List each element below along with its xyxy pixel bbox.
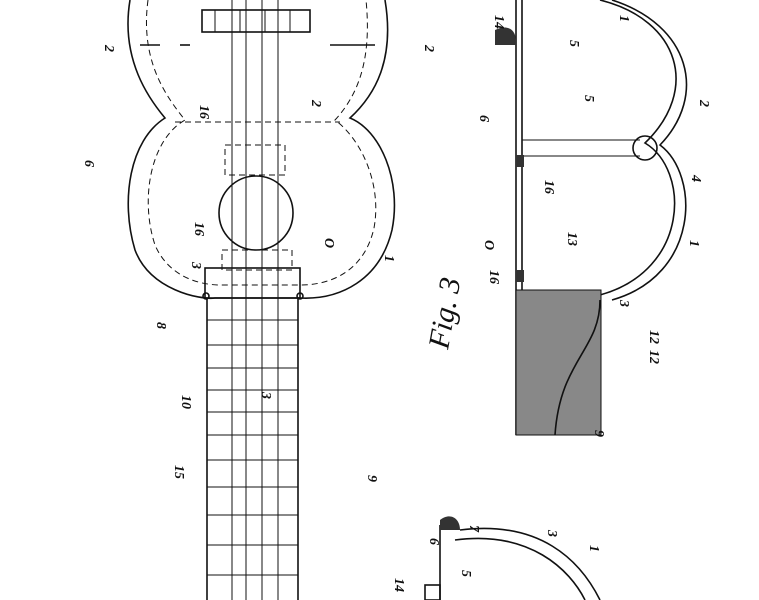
reference-label: 13 <box>564 232 579 246</box>
reference-label: 8 <box>153 322 168 329</box>
reference-label: 1 <box>586 545 601 552</box>
reference-label: 9 <box>364 475 379 482</box>
reference-label: 2 <box>101 44 116 52</box>
reference-label: 2 <box>308 99 323 107</box>
reference-label: O <box>321 238 336 248</box>
reference-label: 9 <box>591 430 606 437</box>
reference-label: 16 <box>196 105 211 119</box>
fig3-section-view <box>495 0 688 436</box>
reference-label: 2 <box>696 99 711 107</box>
reference-label: 16 <box>486 270 501 284</box>
reference-label: 7 <box>466 525 481 533</box>
reference-label: 2 <box>421 44 436 52</box>
sound-hole <box>218 175 294 251</box>
reference-label: 5 <box>566 40 581 47</box>
bottom-section-view <box>424 516 601 600</box>
reference-label: 16 <box>541 180 556 194</box>
bridge <box>201 9 311 33</box>
reference-label: 3 <box>544 529 559 537</box>
reference-label: 4 <box>688 174 703 182</box>
reference-label: 12 <box>646 330 661 344</box>
reference-label: 1 <box>616 15 631 22</box>
reference-label: 3 <box>188 261 203 269</box>
frets <box>207 319 298 576</box>
block-14 <box>495 27 516 45</box>
reference-label: 5 <box>458 570 473 577</box>
guitar-top-view <box>127 0 396 600</box>
joint-4 <box>632 135 658 161</box>
reference-label: 5 <box>581 95 596 102</box>
bowl-back <box>599 0 677 296</box>
reference-label: 15 <box>171 465 186 479</box>
reference-label: 14 <box>391 578 406 592</box>
figure-title: Fig. 3 <box>422 275 467 352</box>
reference-label: 16 <box>191 222 206 236</box>
reference-label: 6 <box>426 538 441 545</box>
reference-label: 6 <box>81 160 96 167</box>
reference-label: O <box>481 240 496 250</box>
reference-label: 10 <box>178 395 193 409</box>
inner-lining <box>146 0 377 286</box>
reference-label: 6 <box>476 115 491 122</box>
reference-label: 1 <box>381 255 396 262</box>
reference-label: 1 <box>686 240 701 247</box>
reference-label: 14 <box>491 15 506 29</box>
neck-heel <box>204 267 301 299</box>
reference-label: 3 <box>258 391 273 399</box>
reference-label: 12 <box>646 350 661 364</box>
reference-label: 3 <box>616 299 631 307</box>
